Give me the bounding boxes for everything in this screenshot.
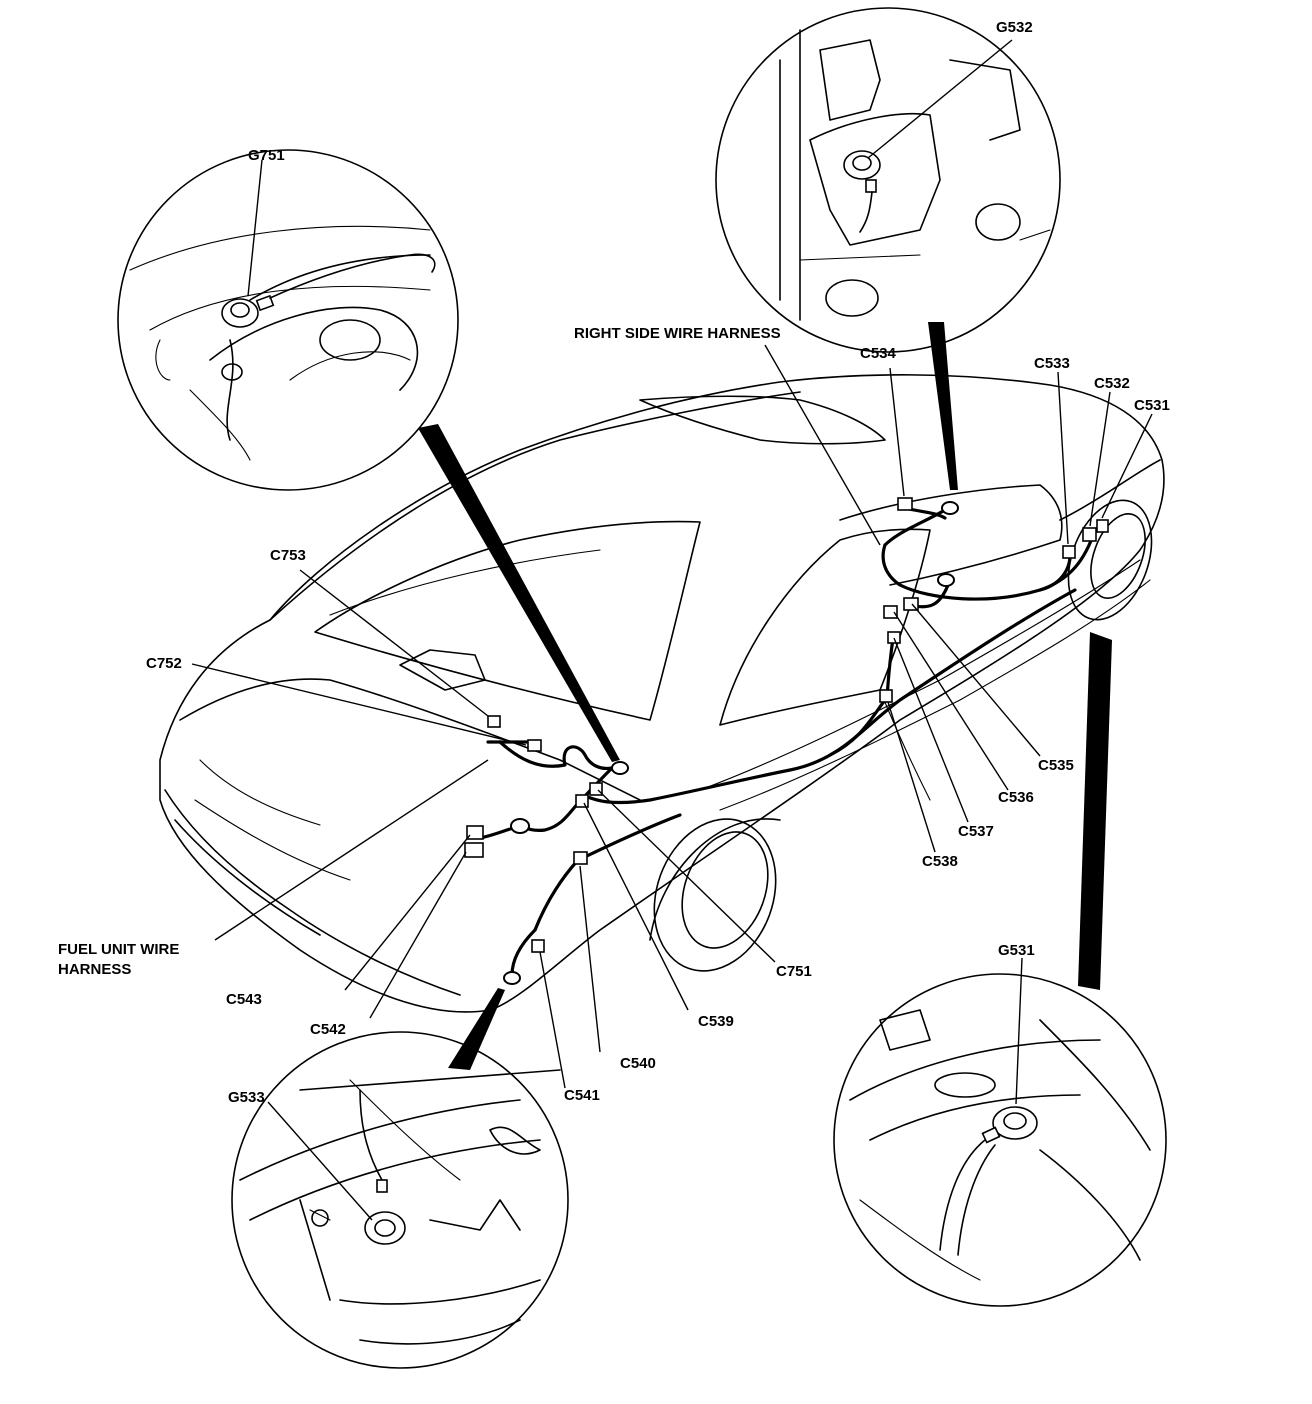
ground-eyelet-rear — [510, 818, 530, 834]
labels: G751 G532 RIGHT SIDE WIRE HARNESS C534 C… — [58, 19, 1170, 1106]
label-c542: C542 — [310, 1021, 346, 1038]
rear-wheel — [649, 818, 781, 972]
connector-c531 — [1096, 519, 1109, 533]
connector-c542 — [464, 842, 484, 858]
connector-c536 — [883, 605, 898, 619]
ground-eyelet-g532 — [941, 501, 959, 515]
label-g751: G751 — [248, 147, 285, 164]
connector-c538 — [879, 689, 893, 703]
callout-bands — [418, 322, 1112, 1070]
ground-eyelet-g533 — [503, 971, 521, 985]
leader-lines — [191, 344, 1153, 1089]
label-g531: G531 — [998, 942, 1035, 959]
label-c532: C532 — [1094, 375, 1130, 392]
label-c536: C536 — [998, 789, 1034, 806]
label-c534: C534 — [860, 345, 897, 362]
wire-harnesses — [478, 506, 1097, 977]
label-c538: C538 — [922, 853, 958, 870]
connector-c753 — [487, 715, 501, 728]
label-right-side-wire-harness: RIGHT SIDE WIRE HARNESS — [574, 325, 781, 342]
connectors — [464, 497, 1109, 985]
connector-c543 — [466, 825, 484, 840]
connector-c532 — [1082, 527, 1097, 542]
label-g533: G533 — [228, 1089, 265, 1106]
connector-c541 — [531, 939, 545, 953]
label-c752: C752 — [146, 655, 182, 672]
connector-c537 — [887, 631, 901, 644]
label-c543: C543 — [226, 991, 262, 1008]
label-c537: C537 — [958, 823, 994, 840]
label-c539: C539 — [698, 1013, 734, 1030]
label-g532: G532 — [996, 19, 1033, 36]
detail-g531 — [833, 973, 1167, 1307]
label-c535: C535 — [1038, 757, 1074, 774]
car-body — [159, 374, 1165, 1013]
detail-leaders — [247, 39, 1023, 1221]
connector-c540 — [573, 851, 588, 865]
detail-g751 — [117, 149, 459, 491]
connector-c751 — [589, 782, 603, 796]
label-c541: C541 — [564, 1087, 600, 1104]
detail-g532 — [715, 7, 1061, 353]
connector-c534 — [897, 497, 913, 511]
label-c540: C540 — [620, 1055, 656, 1072]
ground-eyelet-g531 — [937, 573, 955, 587]
detail-g533 — [231, 1031, 569, 1369]
label-c531: C531 — [1134, 397, 1170, 414]
ground-eyelet-g751 — [611, 761, 629, 775]
connector-c533 — [1062, 545, 1076, 559]
label-c753: C753 — [270, 547, 306, 564]
label-fuel-unit-wire-harness-1: FUEL UNIT WIRE — [58, 941, 179, 958]
connector-c539 — [575, 794, 589, 808]
connector-c752 — [527, 739, 542, 752]
label-fuel-unit-wire-harness-2: HARNESS — [58, 961, 131, 978]
label-c533: C533 — [1034, 355, 1070, 372]
label-c751: C751 — [776, 963, 812, 980]
